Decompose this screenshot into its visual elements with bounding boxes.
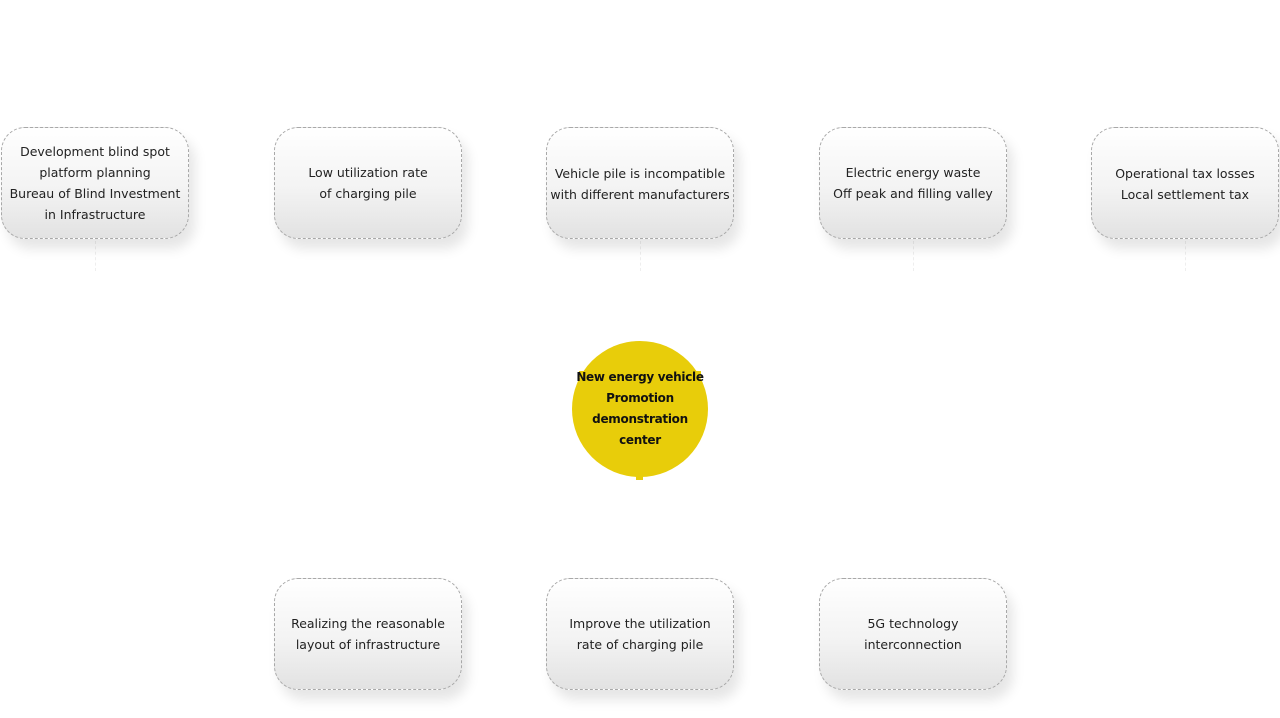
connector-line — [640, 241, 641, 271]
node-text-line: Realizing the reasonable — [291, 616, 445, 631]
node-text-line: Electric energy waste — [845, 165, 981, 180]
hub-text-line: New energy vehicle — [576, 370, 704, 384]
solution-node-improve-utilization[interactable]: Improve the utilization rate of charging… — [546, 578, 734, 690]
node-text-line: Development blind spot — [20, 144, 170, 159]
hub-text-line: demonstration center — [592, 412, 688, 447]
node-text-line: 5G technology — [867, 616, 959, 631]
node-text-line: Local settlement tax — [1120, 187, 1250, 202]
problem-node-energy-waste[interactable]: Electric energy waste Off peak and filli… — [819, 127, 1007, 239]
node-text-line: Operational tax losses — [1115, 166, 1255, 181]
node-text-line: Vehicle pile is incompatible — [554, 166, 726, 181]
solution-node-reasonable-layout[interactable]: Realizing the reasonable layout of infra… — [274, 578, 462, 690]
node-text-line: Off peak and filling valley — [833, 186, 993, 201]
connector-line — [1185, 241, 1186, 271]
node-text-line: layout of infrastructure — [295, 637, 441, 652]
node-text-line: interconnection — [864, 637, 962, 652]
hub-text-line: Promotion — [606, 391, 674, 405]
problem-node-development-blind-spot[interactable]: Development blind spot platform planning… — [1, 127, 189, 239]
node-text-line: Bureau of Blind Investment — [9, 186, 181, 201]
connector-line — [913, 241, 914, 271]
node-text-line: platform planning — [39, 165, 151, 180]
problem-node-low-utilization[interactable]: Low utilization rate of charging pile — [274, 127, 462, 239]
node-text-line: rate of charging pile — [576, 637, 704, 652]
node-text-line: with different manufacturers — [550, 187, 730, 202]
central-hub-node[interactable]: New energy vehicle Promotion demonstrati… — [572, 341, 708, 477]
node-text-line: Improve the utilization — [569, 616, 711, 631]
connector-nub — [636, 474, 643, 480]
problem-node-tax-losses[interactable]: Operational tax losses Local settlement … — [1091, 127, 1279, 239]
solution-node-5g-interconnection[interactable]: 5G technology interconnection — [819, 578, 1007, 690]
node-text-line: in Infrastructure — [44, 207, 146, 222]
problem-node-incompatibility[interactable]: Vehicle pile is incompatible with differ… — [546, 127, 734, 239]
node-text-line: Low utilization rate — [308, 165, 428, 180]
node-text-line: of charging pile — [319, 186, 417, 201]
connector-line — [95, 241, 96, 271]
